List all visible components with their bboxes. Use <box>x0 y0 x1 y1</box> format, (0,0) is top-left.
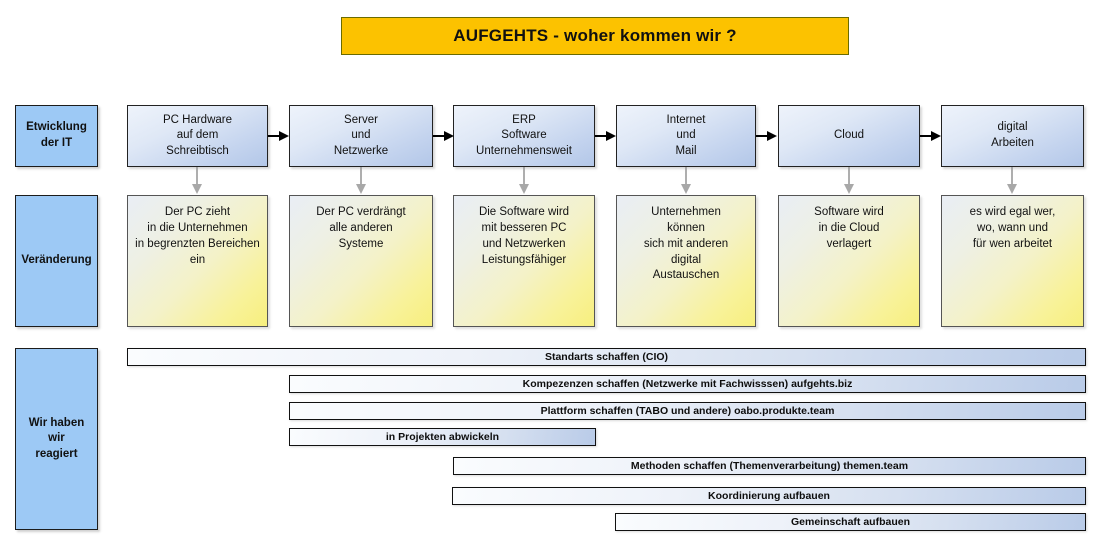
arrow-right-icon <box>595 131 616 141</box>
it-stage-box-3: ERP Software Unternehmensweit <box>453 105 595 167</box>
reaction-label: Plattform schaffen (TABO und andere) oab… <box>540 405 835 417</box>
change-box-5: Software wird in die Cloud verlagert <box>778 195 920 327</box>
change-box-2: Der PC verdrängt alle anderen Systeme <box>289 195 433 327</box>
arrow-right-icon <box>756 131 777 141</box>
change-label: Software wird in die Cloud verlagert <box>814 206 884 250</box>
it-stage-box-6: digital Arbeiten <box>941 105 1084 167</box>
category-box-reaction: Wir haben wir reagiert <box>15 348 98 530</box>
reaction-label: Standarts schaffen (CIO) <box>544 351 669 363</box>
change-label: Der PC zieht in die Unternehmen in begre… <box>135 206 260 266</box>
reaction-label: in Projekten abwickeln <box>385 431 500 443</box>
change-label: Der PC verdrängt alle anderen Systeme <box>316 206 406 250</box>
change-box-3: Die Software wird mit besseren PC und Ne… <box>453 195 595 327</box>
change-box-4: Unternehmen können sich mit anderen digi… <box>616 195 756 327</box>
it-stage-label: Server und Netzwerke <box>333 113 389 157</box>
category-box-it-development: Etwicklung der IT <box>15 105 98 167</box>
change-label: Unternehmen können sich mit anderen digi… <box>643 206 729 282</box>
reaction-bar-6: Koordinierung aufbauen <box>452 487 1086 505</box>
it-stage-label: Cloud <box>833 129 865 142</box>
reaction-bar-7: Gemeinschaft aufbauen <box>615 513 1086 531</box>
title-banner: AUFGEHTS - woher kommen wir ? <box>341 17 849 55</box>
reaction-label: Kompezenzen schaffen (Netzwerke mit Fach… <box>522 378 853 390</box>
reaction-bar-3: Plattform schaffen (TABO und andere) oab… <box>289 402 1086 420</box>
it-stage-label: ERP Software Unternehmensweit <box>476 113 572 157</box>
change-box-1: Der PC zieht in die Unternehmen in begre… <box>127 195 268 327</box>
category-label: Wir haben wir reagiert <box>28 416 85 460</box>
change-box-6: es wird egal wer, wo, wann und für wen a… <box>941 195 1084 327</box>
reaction-bar-4: in Projekten abwickeln <box>289 428 596 446</box>
reaction-label: Methoden schaffen (Themenverarbeitung) t… <box>630 460 909 472</box>
change-label: es wird egal wer, wo, wann und für wen a… <box>969 206 1056 250</box>
page-title: AUFGEHTS - woher kommen wir ? <box>453 26 737 45</box>
category-box-change: Veränderung <box>15 195 98 327</box>
reaction-bar-5: Methoden schaffen (Themenverarbeitung) t… <box>453 457 1086 475</box>
arrow-down-icon <box>192 167 202 194</box>
reaction-bar-1: Standarts schaffen (CIO) <box>127 348 1086 366</box>
reaction-bar-2: Kompezenzen schaffen (Netzwerke mit Fach… <box>289 375 1086 393</box>
category-label: Veränderung <box>21 254 92 267</box>
change-label: Die Software wird mit besseren PC und Ne… <box>478 206 570 266</box>
arrow-down-icon <box>844 167 854 194</box>
it-stage-box-4: Internet und Mail <box>616 105 756 167</box>
it-stage-label: PC Hardware auf dem Schreibtisch <box>162 113 233 157</box>
arrow-right-icon <box>268 131 289 141</box>
it-stage-box-5: Cloud <box>778 105 920 167</box>
arrow-down-icon <box>519 167 529 194</box>
arrow-down-icon <box>1007 167 1017 194</box>
reaction-label: Gemeinschaft aufbauen <box>790 516 911 528</box>
it-stage-box-2: Server und Netzwerke <box>289 105 433 167</box>
it-stage-label: digital Arbeiten <box>991 121 1034 149</box>
it-stage-box-1: PC Hardware auf dem Schreibtisch <box>127 105 268 167</box>
arrow-down-icon <box>356 167 366 194</box>
arrow-right-icon <box>433 131 454 141</box>
arrow-right-icon <box>920 131 941 141</box>
it-stage-label: Internet und Mail <box>666 113 706 157</box>
category-label: Etwicklung der IT <box>26 121 87 149</box>
arrow-down-icon <box>681 167 691 194</box>
reaction-label: Koordinierung aufbauen <box>708 490 830 502</box>
